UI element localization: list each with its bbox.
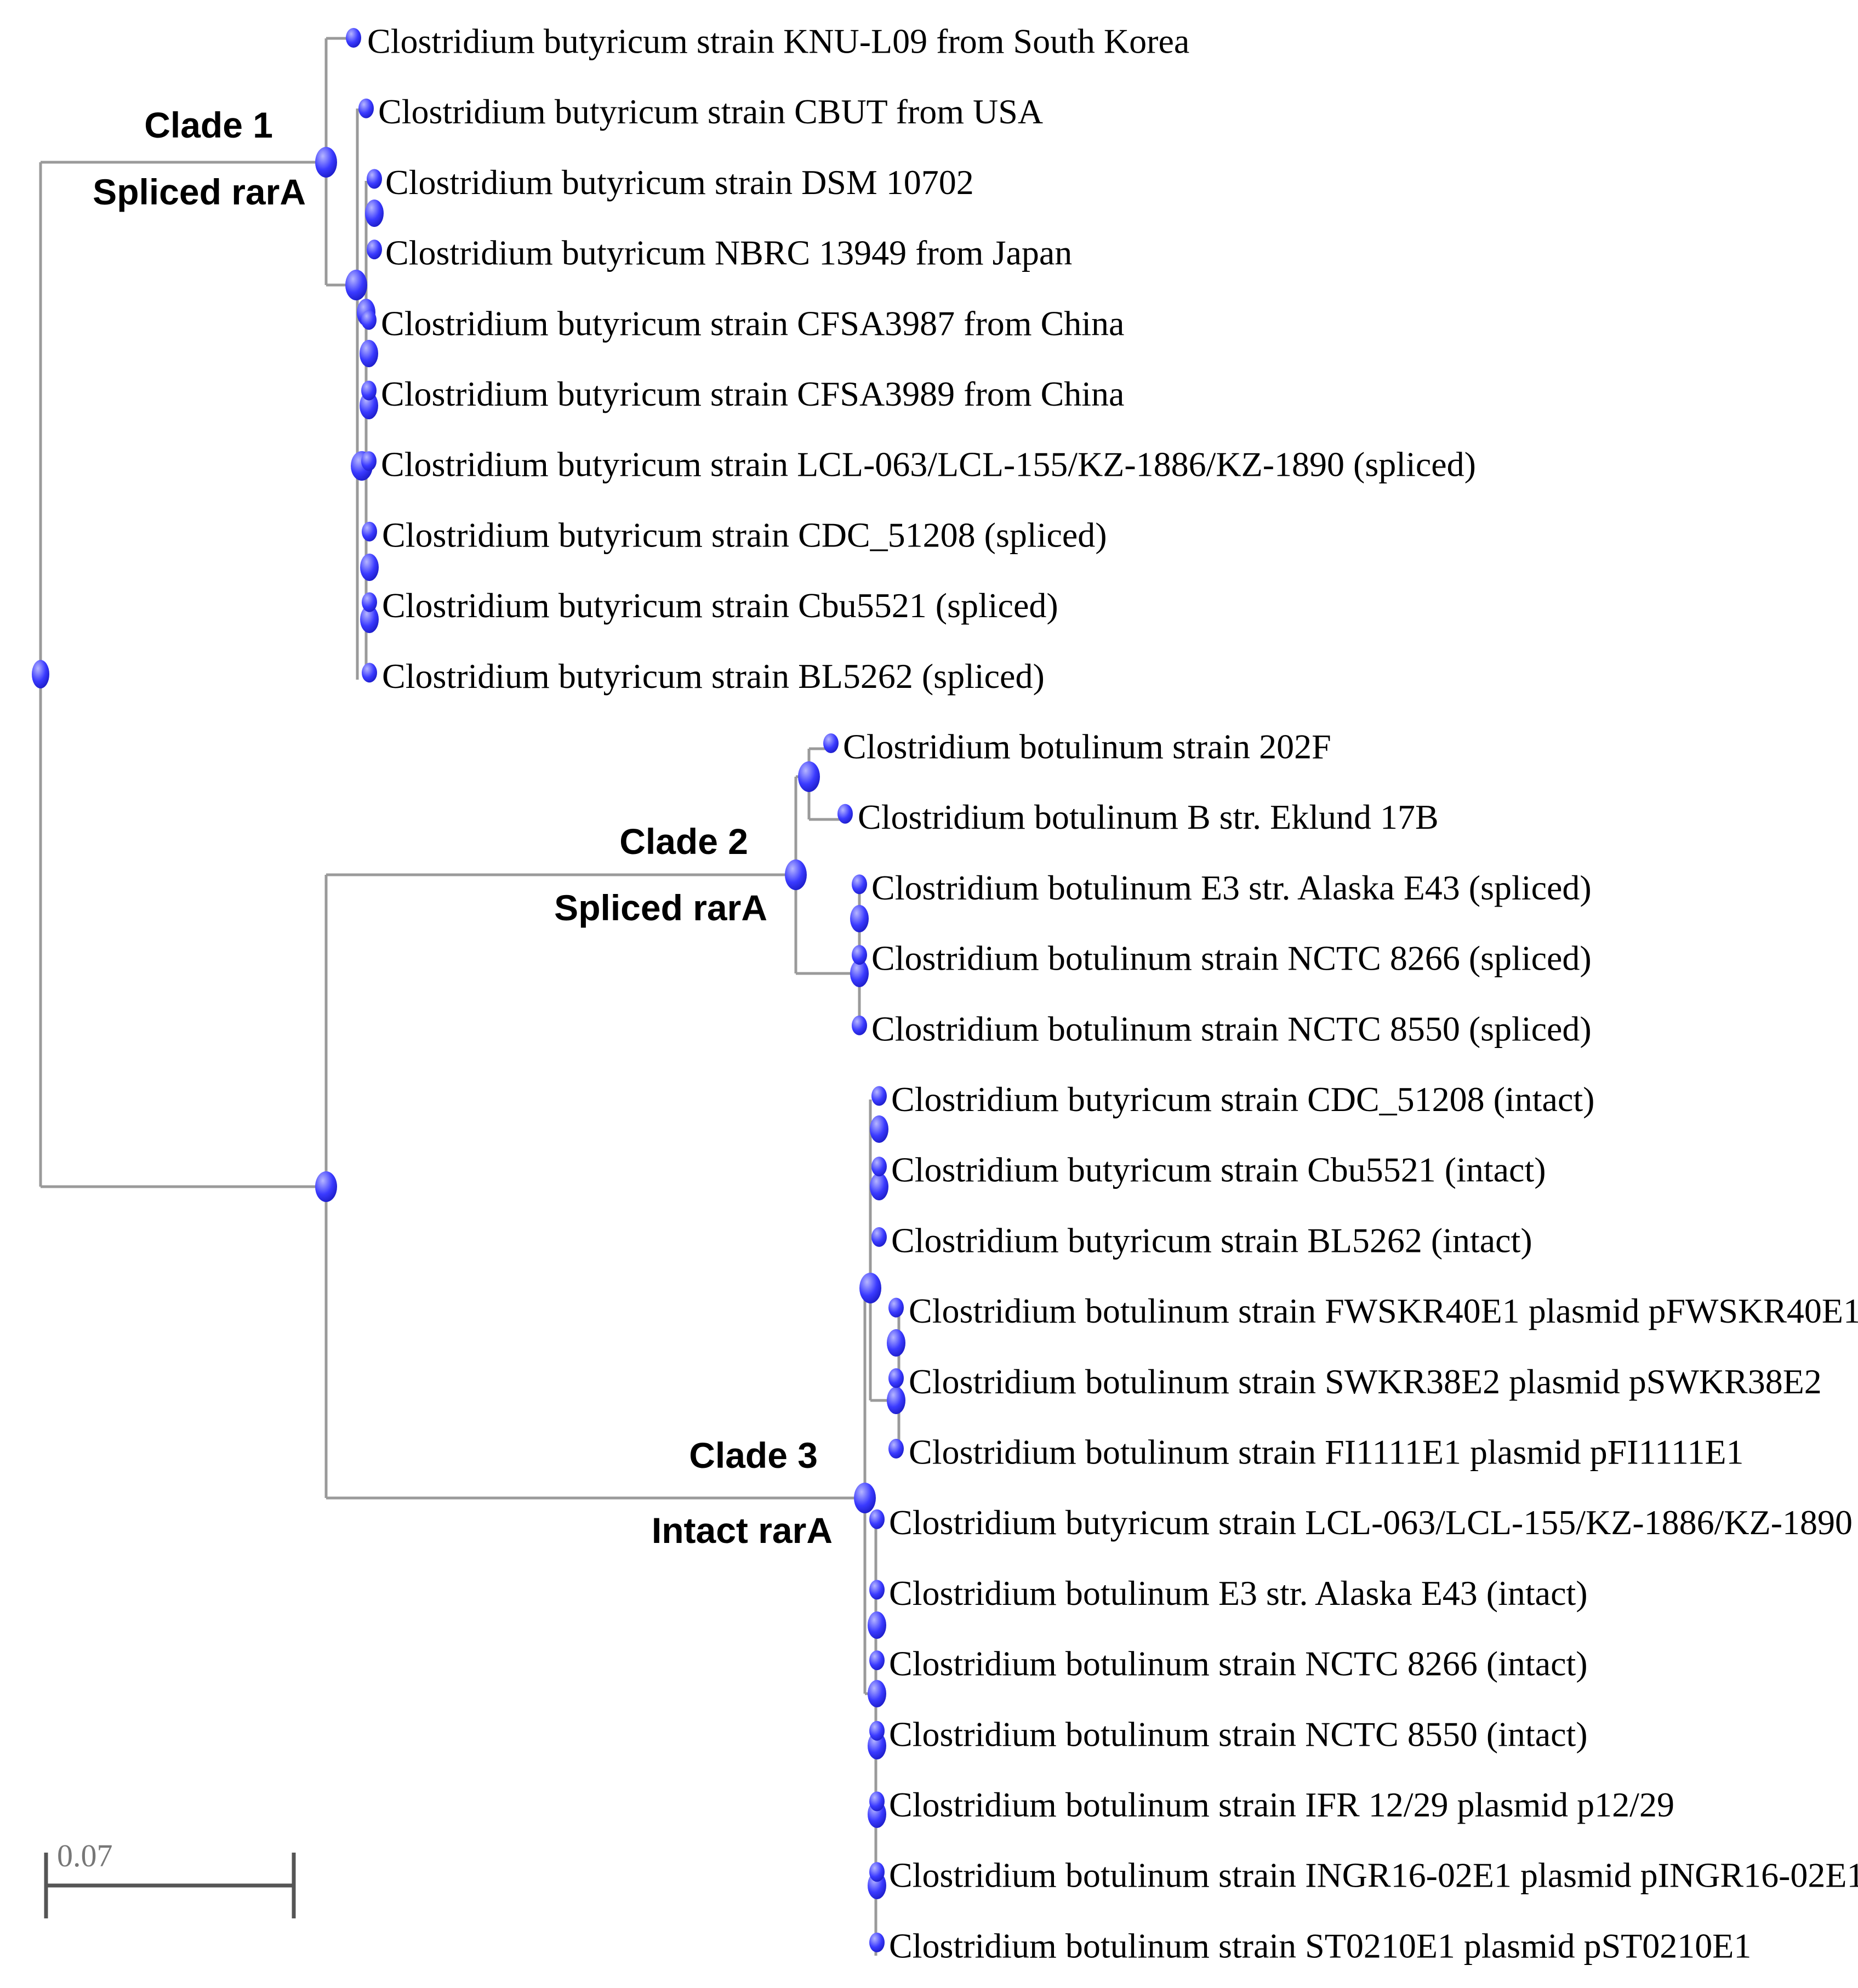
leaf-label: Clostridium botulinum strain IFR 12/29 p… bbox=[889, 1785, 1674, 1824]
leaf-label: Clostridium botulinum B str. Eklund 17B bbox=[858, 798, 1439, 836]
node-clade1 bbox=[315, 147, 337, 178]
node-clade1-inner bbox=[345, 270, 367, 300]
leaf-node bbox=[871, 1086, 887, 1106]
leaf-label: Clostridium butyricum strain CDC_51208 (… bbox=[891, 1080, 1594, 1119]
node-internal bbox=[360, 392, 378, 419]
node-root bbox=[32, 660, 49, 688]
node-internal bbox=[360, 606, 379, 633]
leaf-node bbox=[362, 663, 377, 683]
leaf-node bbox=[852, 945, 867, 965]
leaf-node bbox=[869, 1509, 885, 1529]
leaf-label: Clostridium botulinum strain ST0210E1 pl… bbox=[889, 1926, 1751, 1965]
leaf-label: Clostridium botulinum strain NCTC 8266 (… bbox=[871, 939, 1592, 978]
clade-1-type: Spliced rarA bbox=[93, 172, 306, 212]
leaf-label: Clostridium botulinum strain NCTC 8550 (… bbox=[871, 1009, 1592, 1048]
clade-1-name: Clade 1 bbox=[144, 105, 273, 145]
leaf-node bbox=[367, 240, 382, 260]
leaf-label: Clostridium botulinum strain 202F bbox=[843, 727, 1331, 766]
leaf-node bbox=[869, 1791, 885, 1812]
leaf-node bbox=[837, 804, 853, 824]
leaf-label: Clostridium botulinum E3 str. Alaska E43… bbox=[871, 868, 1592, 907]
leaf-label: Clostridium butyricum strain BL5262 (spl… bbox=[382, 657, 1045, 696]
scale-bar-line bbox=[44, 1853, 296, 1918]
leaf-node bbox=[888, 1297, 904, 1318]
node-internal bbox=[365, 200, 384, 227]
leaf-node bbox=[852, 874, 867, 895]
leaf-label: Clostridium botulinum E3 str. Alaska E43… bbox=[889, 1574, 1588, 1613]
clade-labels: Clade 1 Spliced rarA Clade 2 Spliced rar… bbox=[93, 105, 833, 1551]
leaf-label: Clostridium botulinum strain NCTC 8550 (… bbox=[889, 1714, 1588, 1753]
leaf-label: Clostridium butyricum strain Cbu5521 (in… bbox=[891, 1150, 1546, 1189]
node-clade3 bbox=[854, 1483, 876, 1513]
leaf-label: Clostridium butyricum strain KNU-L09 fro… bbox=[367, 22, 1189, 61]
node-clade2-sub bbox=[798, 761, 820, 792]
clade-3-type: Intact rarA bbox=[652, 1510, 833, 1551]
leaf-label: Clostridium butyricum strain LCL-063/LCL… bbox=[381, 445, 1476, 484]
node-internal bbox=[360, 554, 379, 581]
leaf-label: Clostridium butyricum strain CBUT from U… bbox=[378, 92, 1043, 131]
leaf-label: Clostridium butyricum strain LCL-063/LCL… bbox=[889, 1503, 1858, 1542]
leaf-label: Clostridium butyricum NBRC 13949 from Ja… bbox=[385, 233, 1072, 272]
node-internal bbox=[887, 1329, 905, 1357]
node-internal bbox=[850, 905, 869, 932]
leaf-label: Clostridium botulinum strain INGR16-02E1… bbox=[889, 1856, 1858, 1895]
leaf-node bbox=[362, 592, 377, 612]
leaf-label: Clostridium botulinum strain NCTC 8266 (… bbox=[889, 1644, 1588, 1683]
node-clade2 bbox=[785, 859, 807, 890]
leaf-group: Clostridium butyricum strain KNU-L09 fro… bbox=[346, 22, 1858, 1965]
node-internal bbox=[868, 1680, 886, 1707]
leaf-label: Clostridium butyricum strain CFSA3987 fr… bbox=[381, 304, 1124, 343]
leaf-label: Clostridium butyricum strain Cbu5521 (sp… bbox=[382, 586, 1058, 625]
leaf-node bbox=[358, 98, 374, 118]
clade-2-name: Clade 2 bbox=[619, 821, 748, 862]
node-internal bbox=[887, 1387, 905, 1414]
leaf-node bbox=[852, 1015, 867, 1035]
node-internal bbox=[870, 1115, 888, 1143]
node-clade23 bbox=[315, 1171, 337, 1202]
leaf-node bbox=[871, 1227, 887, 1247]
leaf-label: Clostridium botulinum strain SWKR38E2 pl… bbox=[909, 1362, 1822, 1401]
leaf-node bbox=[361, 310, 377, 330]
leaf-label: Clostridium butyricum strain DSM 10702 bbox=[385, 163, 974, 202]
leaf-label: Clostridium botulinum strain FI1111E1 pl… bbox=[909, 1433, 1744, 1472]
leaf-node bbox=[346, 28, 361, 48]
scale-bar-label: 0.07 bbox=[57, 1838, 113, 1873]
leaf-node bbox=[888, 1368, 904, 1388]
leaf-label: Clostridium butyricum strain CDC_51208 (… bbox=[382, 515, 1107, 554]
node-internal bbox=[868, 1611, 886, 1639]
leaf-label: Clostridium butyricum strain BL5262 (int… bbox=[891, 1221, 1532, 1260]
node-clade3-sub bbox=[859, 1273, 881, 1303]
leaf-node bbox=[888, 1439, 904, 1459]
leaf-node bbox=[361, 451, 377, 471]
leaf-label: Clostridium botulinum strain FWSKR40E1 p… bbox=[909, 1291, 1858, 1330]
leaf-node bbox=[869, 1932, 885, 1952]
leaf-node bbox=[362, 521, 377, 542]
node-internal bbox=[850, 960, 869, 987]
leaf-node bbox=[823, 733, 839, 753]
leaf-node bbox=[871, 1157, 887, 1177]
leaf-node bbox=[869, 1650, 885, 1671]
scale-bar: 0.07 bbox=[44, 1838, 296, 1918]
node-internal bbox=[360, 340, 378, 367]
node-internal bbox=[870, 1173, 888, 1200]
clade-2-type: Spliced rarA bbox=[554, 887, 767, 928]
leaf-node bbox=[869, 1580, 885, 1600]
leaf-label: Clostridium butyricum strain CFSA3989 fr… bbox=[381, 374, 1124, 413]
leaf-node bbox=[361, 380, 377, 401]
tree-nodes bbox=[32, 147, 905, 1899]
leaf-node bbox=[367, 169, 382, 189]
leaf-node bbox=[869, 1862, 885, 1882]
node-internal bbox=[868, 1732, 886, 1759]
clade-3-name: Clade 3 bbox=[689, 1435, 818, 1476]
leaf-node bbox=[869, 1721, 885, 1741]
